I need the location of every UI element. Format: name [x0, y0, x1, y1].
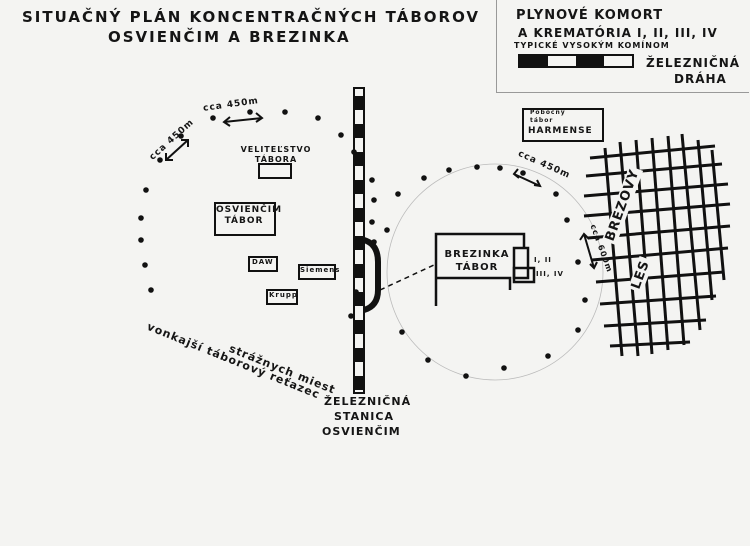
- crematoria-label-1-2: I, II: [534, 256, 552, 264]
- station-label-line2: STANICA: [334, 410, 394, 423]
- station-label-line3: OSVIENČIM: [322, 425, 401, 438]
- krupp-factory-box: [266, 289, 298, 305]
- railway-line: [353, 87, 365, 394]
- osviencim-camp-box: [214, 202, 276, 236]
- osviencim-guard-chain: [138, 109, 377, 319]
- siemens-factory-box: [298, 264, 336, 280]
- brezinka-camp-outline: [434, 232, 536, 306]
- legend-railway-symbol: [518, 54, 634, 68]
- spur-dashed-line: [379, 263, 437, 291]
- legend-gas-line2: A KREMATÓRIA I, II, III, IV: [518, 26, 718, 40]
- brezinka-camp-label: BREZINKA TÁBOR: [444, 249, 510, 273]
- station-label-line1: ŽELEZNIČNÁ: [324, 395, 412, 408]
- distance-arrows: [165, 112, 598, 270]
- osviencim-camp-label: OSVIENČIM TÁBOR: [216, 205, 283, 226]
- station-siding: [362, 237, 381, 313]
- map-title-line1: SITUAČNÝ PLÁN KONCENTRAČNÝCH TÁBOROV: [22, 8, 481, 26]
- command-building: [258, 163, 292, 179]
- command-label: VELITEĽSTVO TÁBORA: [240, 145, 312, 164]
- harmense-label-line1: Pobočný tábor: [530, 109, 566, 124]
- daw-factory-box: [248, 256, 278, 272]
- crematoria-label-3-4: III, IV: [536, 270, 564, 278]
- legend-gas-line1: PLYNOVÉ KOMORT: [516, 8, 664, 23]
- harmense-label-line2: HARMENSE: [528, 126, 593, 136]
- legend-box: [496, 0, 749, 93]
- legend-railway-line2: DRÁHA: [674, 72, 727, 86]
- siemens-factory-label: Siemens: [300, 266, 341, 274]
- daw-factory-label: DAW: [252, 258, 274, 266]
- brezinka-perimeter-outline: [386, 163, 604, 381]
- krupp-factory-label: Krupp: [269, 291, 298, 299]
- legend-gas-line3: TYPICKÉ VYSOKÝM KOMÍNOM: [514, 41, 670, 50]
- brezinka-guard-chain: [384, 164, 588, 379]
- forest-hatching: [583, 133, 731, 357]
- harmense-box: [522, 108, 604, 142]
- map-title-line2: OSVIENČIM A BREZINKA: [108, 28, 351, 46]
- legend-railway-line1: ŽELEZNIČNÁ: [646, 56, 741, 70]
